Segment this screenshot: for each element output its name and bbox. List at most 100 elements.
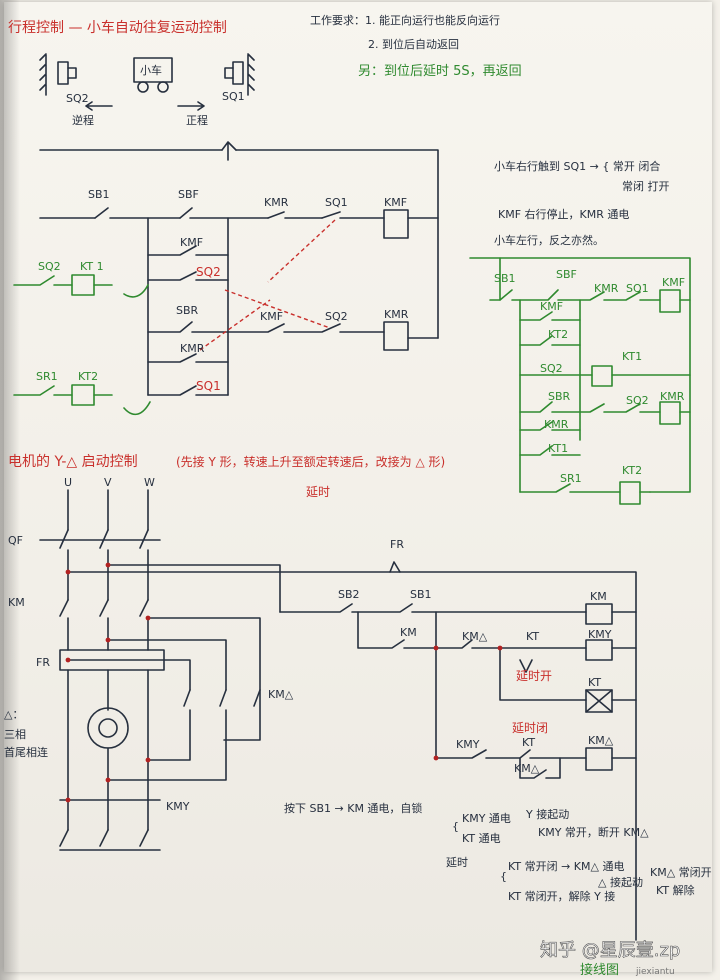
note-line-4: 小车左行，反之亦然。 bbox=[494, 233, 604, 247]
ladder2-kmf-hold: KMF bbox=[540, 300, 563, 313]
fr-label: FR bbox=[36, 656, 50, 669]
ctrl-kmd-coil: KM△ bbox=[588, 734, 614, 747]
green-kt2: KT2 bbox=[78, 370, 98, 383]
ladder1-kmr-1: KMR bbox=[264, 196, 289, 209]
motor-delay: 延时 bbox=[306, 485, 330, 499]
kmd-main-label: KM△ bbox=[268, 688, 294, 701]
seq-brace-2: { bbox=[500, 870, 507, 883]
note-line-3: KMF 右行停止，KMR 通电 bbox=[498, 207, 629, 221]
ctrl-sb2: SB2 bbox=[338, 588, 360, 601]
ladder2-sq2: SQ2 bbox=[626, 394, 649, 407]
motor-subtitle: (先接 Y 形，转速上升至额定转速后，改接为 △ 形) bbox=[176, 454, 445, 469]
sq2-label: SQ2 bbox=[66, 92, 89, 105]
reverse-label: 逆程 bbox=[72, 113, 94, 127]
forward-arrow bbox=[177, 101, 205, 111]
timer-branch-kt2 bbox=[13, 384, 151, 416]
delta-note-2: 三相 bbox=[4, 728, 26, 741]
ladder1-sbf: SBF bbox=[178, 188, 199, 201]
qf-label: QF bbox=[8, 534, 23, 547]
ladder1-sq2-red: SQ2 bbox=[196, 265, 221, 279]
phase-u: U bbox=[64, 476, 72, 489]
ctrl-kmd-contact: KM△ bbox=[462, 630, 488, 643]
seq-kmy-nc: KMY 常开，断开 KM△ bbox=[538, 825, 649, 839]
travel-title: 行程控制 — 小车自动往复运动控制 bbox=[8, 19, 227, 36]
ctrl-fr: FR bbox=[390, 538, 404, 551]
motor-title: 电机的 Y-△ 启动控制 bbox=[8, 454, 138, 470]
seq-km-hold: KM△ 常闭开 bbox=[650, 866, 712, 879]
green-sr1: SR1 bbox=[36, 370, 58, 383]
ladder1-kmf-coil: KMF bbox=[384, 196, 407, 209]
ctrl-km-coil: KM bbox=[590, 590, 607, 603]
ctrl-delay-close: 延时闭 bbox=[512, 721, 548, 735]
ladder2-kmf-coil: KMF bbox=[662, 276, 685, 289]
km-label: KM bbox=[8, 596, 25, 609]
phase-v: V bbox=[104, 476, 112, 489]
watermark-site: jiexiantu bbox=[635, 967, 675, 977]
seq-kt-on: KT 通电 bbox=[462, 832, 501, 845]
cart-icon bbox=[133, 57, 173, 93]
seq-delta-start: △ 接起动 bbox=[598, 876, 643, 889]
ladder1-sq1-red: SQ1 bbox=[196, 379, 221, 393]
kmy-main-label: KMY bbox=[166, 800, 190, 813]
ladder2-kt2-contact: KT2 bbox=[548, 328, 568, 341]
ladder2-kt2-coil: KT2 bbox=[622, 464, 642, 477]
requirement-1: 工作要求：1. 能正向运行也能反向运行 bbox=[310, 13, 500, 27]
ladder1-sq2: SQ2 bbox=[325, 310, 348, 323]
sequence-notes: 按下 SB1 → KM 通电，自锁 { KMY 通电 Y 接起动 KMY 常开，… bbox=[284, 801, 712, 903]
requirement-extra: 另：到位后延时 5S，再返回 bbox=[358, 64, 522, 79]
note-line-2: 常闭 打开 bbox=[622, 179, 670, 193]
ladder2-kmr-coil: KMR bbox=[660, 390, 685, 403]
ladder2-kt1-coil: KT1 bbox=[622, 350, 642, 363]
seq-press: 按下 SB1 → KM 通电，自锁 bbox=[284, 801, 422, 815]
main-power-circuit bbox=[39, 489, 637, 941]
ladder2-sb1: SB1 bbox=[494, 272, 516, 285]
seq-kmy-on: KMY 通电 bbox=[462, 812, 511, 825]
ladder2-sq2-branch: SQ2 bbox=[540, 362, 563, 375]
ladder-diagram-2 bbox=[469, 257, 691, 505]
reverse-arrow bbox=[85, 101, 113, 111]
green-sq2: SQ2 bbox=[38, 260, 61, 273]
control-circuit bbox=[279, 561, 637, 779]
ladder1-sq1-1: SQ1 bbox=[325, 196, 348, 209]
sq2-limit-switch bbox=[39, 53, 77, 96]
watermark-site-cn: 接线图 bbox=[580, 962, 619, 978]
delta-note-3: 首尾相连 bbox=[4, 745, 48, 759]
cart-label: 小车 bbox=[140, 63, 162, 77]
ladder1-kmr-coil: KMR bbox=[384, 308, 409, 321]
timer-branch-kt1 bbox=[13, 274, 149, 298]
seq-kt-release: KT 解除 bbox=[656, 883, 695, 897]
ladder-diagram-1 bbox=[39, 141, 439, 396]
seq-kt-nc: KT 常闭开，解除 Y 接 bbox=[508, 889, 615, 903]
paper-edge-shadow bbox=[0, 0, 20, 980]
ctrl-kt-coil: KT bbox=[588, 676, 601, 689]
ladder2-sr1: SR1 bbox=[560, 472, 582, 485]
paper-sheet bbox=[4, 2, 712, 972]
requirement-2: 2. 到位后自动返回 bbox=[368, 37, 459, 51]
forward-label: 正程 bbox=[186, 114, 208, 127]
ladder2-kmr-hold: KMR bbox=[544, 418, 569, 431]
ctrl-kmd-hold: KM△ bbox=[514, 762, 540, 775]
seq-brace-1: { bbox=[452, 820, 459, 833]
sq1-label: SQ1 bbox=[222, 90, 245, 103]
green-kt1: KT 1 bbox=[80, 260, 104, 273]
ladder1-kmf: KMF bbox=[260, 310, 283, 323]
ladder2-sbr: SBR bbox=[548, 390, 571, 403]
ctrl-kmy-contact: KMY bbox=[456, 738, 480, 751]
ladder2-sq1: SQ1 bbox=[626, 282, 649, 295]
ctrl-km-hold: KM bbox=[400, 626, 417, 639]
seq-delay: 延时 bbox=[446, 856, 468, 869]
seq-kt-no: KT 常开闭 → KM△ 通电 bbox=[508, 860, 624, 873]
ctrl-sb1: SB1 bbox=[410, 588, 432, 601]
ctrl-kt-contact: KT bbox=[526, 630, 539, 643]
ladder1-sbr: SBR bbox=[176, 304, 199, 317]
ladder1-kmr-hold: KMR bbox=[180, 342, 205, 355]
phase-w: W bbox=[144, 476, 155, 489]
ladder2-kt1-contact: KT1 bbox=[548, 442, 568, 455]
sq1-limit-switch bbox=[224, 53, 255, 96]
delta-note-1: △： bbox=[4, 708, 23, 721]
note-line-1: 小车右行触到 SQ1 → { 常开 闭合 bbox=[494, 159, 660, 173]
ctrl-kmy-coil: KMY bbox=[588, 628, 612, 641]
ctrl-delay-open: 延时开 bbox=[516, 669, 552, 683]
ladder1-kmf-hold: KMF bbox=[180, 236, 203, 249]
